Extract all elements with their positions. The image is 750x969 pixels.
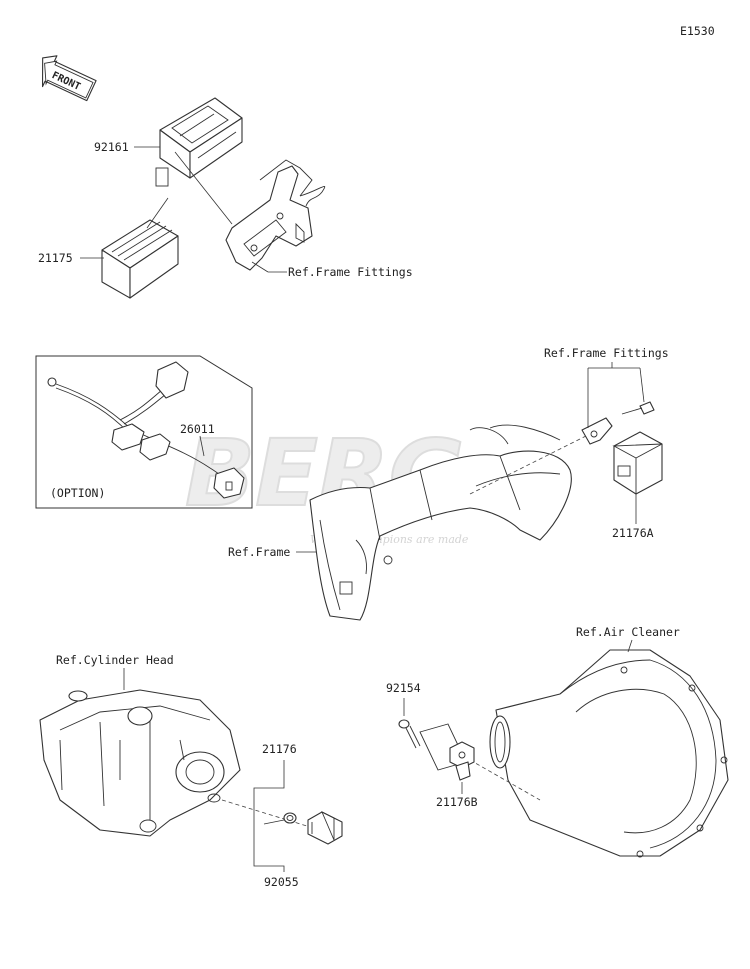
sensor-21176 bbox=[307, 811, 343, 845]
o-ring-92055 bbox=[283, 812, 297, 824]
ref-frame-fittings-label-2[interactable]: Ref.Frame Fittings bbox=[544, 346, 669, 360]
ref-cylinder-head-label[interactable]: Ref.Cylinder Head bbox=[56, 653, 174, 667]
ecu-module-21175 bbox=[101, 219, 179, 299]
screw-92154 bbox=[398, 719, 421, 749]
ecu-unit bbox=[155, 97, 243, 187]
part-92154-label[interactable]: 92154 bbox=[386, 681, 421, 695]
option-label: (OPTION) bbox=[50, 486, 105, 500]
frame-section bbox=[309, 424, 599, 621]
part-21176B-label[interactable]: 21176B bbox=[436, 795, 478, 809]
part-21175-label[interactable]: 21175 bbox=[38, 251, 73, 265]
part-92055-label[interactable]: 92055 bbox=[264, 875, 299, 889]
ref-frame-fittings-label-1[interactable]: Ref.Frame Fittings bbox=[288, 265, 413, 279]
ref-frame-label[interactable]: Ref.Frame bbox=[228, 545, 290, 559]
part-26011-label[interactable]: 26011 bbox=[180, 422, 215, 436]
sensor-bracket bbox=[581, 401, 655, 445]
ecu-bracket bbox=[225, 159, 326, 271]
option-box bbox=[35, 355, 253, 509]
front-arrow-icon: FRONT bbox=[41, 55, 97, 102]
ref-air-cleaner-label[interactable]: Ref.Air Cleaner bbox=[576, 625, 680, 639]
air-cleaner bbox=[469, 649, 729, 858]
part-92161-label[interactable]: 92161 bbox=[94, 140, 129, 154]
part-21176A-label[interactable]: 21176A bbox=[612, 526, 654, 540]
sensor-21176B bbox=[449, 741, 475, 781]
cylinder-head bbox=[39, 689, 241, 837]
sensor-21176A bbox=[612, 431, 663, 495]
diagram-code: E1530 bbox=[680, 24, 715, 38]
part-21176-label[interactable]: 21176 bbox=[262, 742, 297, 756]
